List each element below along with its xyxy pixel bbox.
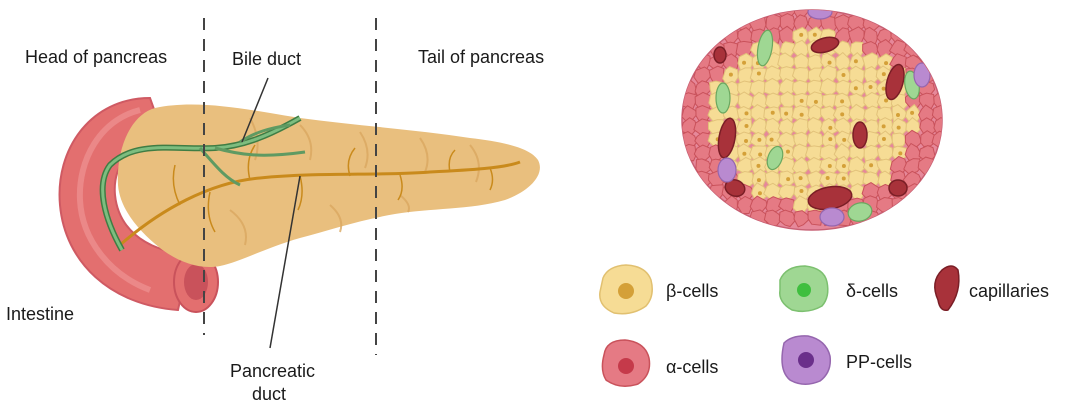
beta-nucleus	[744, 111, 748, 115]
delta-cell	[716, 83, 730, 113]
pancreas-illustration: Head of pancreas Bile duct Tail of pancr…	[6, 18, 544, 404]
beta-nucleus	[784, 112, 788, 116]
alpha-nucleus-icon	[618, 358, 634, 374]
beta-nucleus	[828, 164, 832, 168]
beta-nucleus	[786, 177, 790, 181]
beta-nucleus	[814, 100, 818, 104]
beta-nucleus	[910, 111, 914, 115]
beta-nucleus	[882, 124, 886, 128]
beta-nucleus	[758, 191, 762, 195]
beta-nucleus	[898, 151, 902, 155]
beta-nucleus	[840, 112, 844, 116]
capillary-icon	[935, 266, 959, 310]
beta-cell	[892, 133, 906, 147]
islet-cells	[680, 1, 949, 227]
beta-nucleus	[842, 177, 846, 181]
beta-nucleus	[771, 111, 775, 115]
beta-nucleus	[742, 61, 746, 65]
beta-nucleus	[884, 61, 888, 65]
beta-nucleus	[742, 152, 746, 156]
beta-nucleus-icon	[618, 283, 634, 299]
capillary	[853, 122, 867, 148]
label-bile-duct: Bile duct	[232, 49, 301, 69]
beta-nucleus	[786, 150, 790, 154]
beta-nucleus	[882, 72, 886, 76]
pp-cell	[808, 5, 832, 19]
legend-label-capillaries: capillaries	[969, 281, 1049, 301]
beta-nucleus	[897, 126, 901, 130]
beta-nucleus	[884, 99, 888, 103]
legend-label-alpha: α-cells	[666, 357, 718, 377]
beta-nucleus	[840, 99, 844, 103]
label-tail-of-pancreas: Tail of pancreas	[418, 47, 544, 67]
delta-nucleus-icon	[797, 283, 811, 297]
beta-nucleus	[828, 61, 832, 65]
beta-nucleus	[842, 164, 846, 168]
pp-cell	[914, 63, 930, 87]
label-duct: duct	[252, 384, 286, 404]
capillary	[889, 180, 907, 196]
beta-nucleus	[800, 113, 804, 117]
alpha-cell	[750, 16, 766, 31]
beta-nucleus	[882, 87, 886, 91]
beta-nucleus	[757, 138, 761, 142]
beta-nucleus	[826, 176, 830, 180]
legend-label-pp: PP-cells	[846, 352, 912, 372]
beta-nucleus	[744, 124, 748, 128]
beta-nucleus	[842, 138, 846, 142]
beta-nucleus	[828, 126, 832, 130]
beta-nucleus	[757, 72, 761, 76]
beta-nucleus	[882, 137, 886, 141]
label-pancreatic: Pancreatic	[230, 361, 315, 381]
beta-nucleus	[799, 189, 803, 193]
pp-cell	[820, 208, 844, 226]
legend-label-beta: β-cells	[666, 281, 718, 301]
beta-nucleus	[896, 113, 900, 117]
beta-nucleus	[869, 85, 873, 89]
beta-nucleus	[813, 33, 817, 37]
legend-item-pp: PP-cells	[782, 336, 912, 384]
legend-item-delta: δ-cells	[780, 266, 898, 311]
pancreas-body	[118, 105, 540, 268]
beta-nucleus	[729, 73, 733, 77]
beta-nucleus	[758, 152, 762, 156]
beta-nucleus	[854, 59, 858, 63]
label-head-of-pancreas: Head of pancreas	[25, 47, 167, 67]
legend-label-delta: δ-cells	[846, 281, 898, 301]
legend: β-cells δ-cells capillaries α-cells PP-c…	[600, 265, 1049, 386]
legend-item-alpha: α-cells	[602, 340, 718, 386]
beta-nucleus	[799, 33, 803, 37]
beta-nucleus	[854, 86, 858, 90]
beta-nucleus	[841, 73, 845, 77]
capillary	[714, 47, 726, 63]
beta-nucleus	[869, 163, 873, 167]
legend-item-capillaries: capillaries	[935, 266, 1049, 310]
beta-nucleus	[799, 176, 803, 180]
islet-of-langerhans	[680, 1, 949, 230]
beta-nucleus	[744, 139, 748, 143]
pp-cell	[718, 158, 736, 182]
legend-item-beta: β-cells	[600, 265, 719, 314]
beta-nucleus	[756, 164, 760, 168]
pp-nucleus-icon	[798, 352, 814, 368]
beta-nucleus	[800, 99, 804, 103]
alpha-cell	[682, 144, 696, 160]
beta-nucleus	[828, 137, 832, 141]
beta-nucleus	[770, 138, 774, 142]
beta-nucleus	[757, 178, 761, 182]
label-intestine: Intestine	[6, 304, 74, 324]
